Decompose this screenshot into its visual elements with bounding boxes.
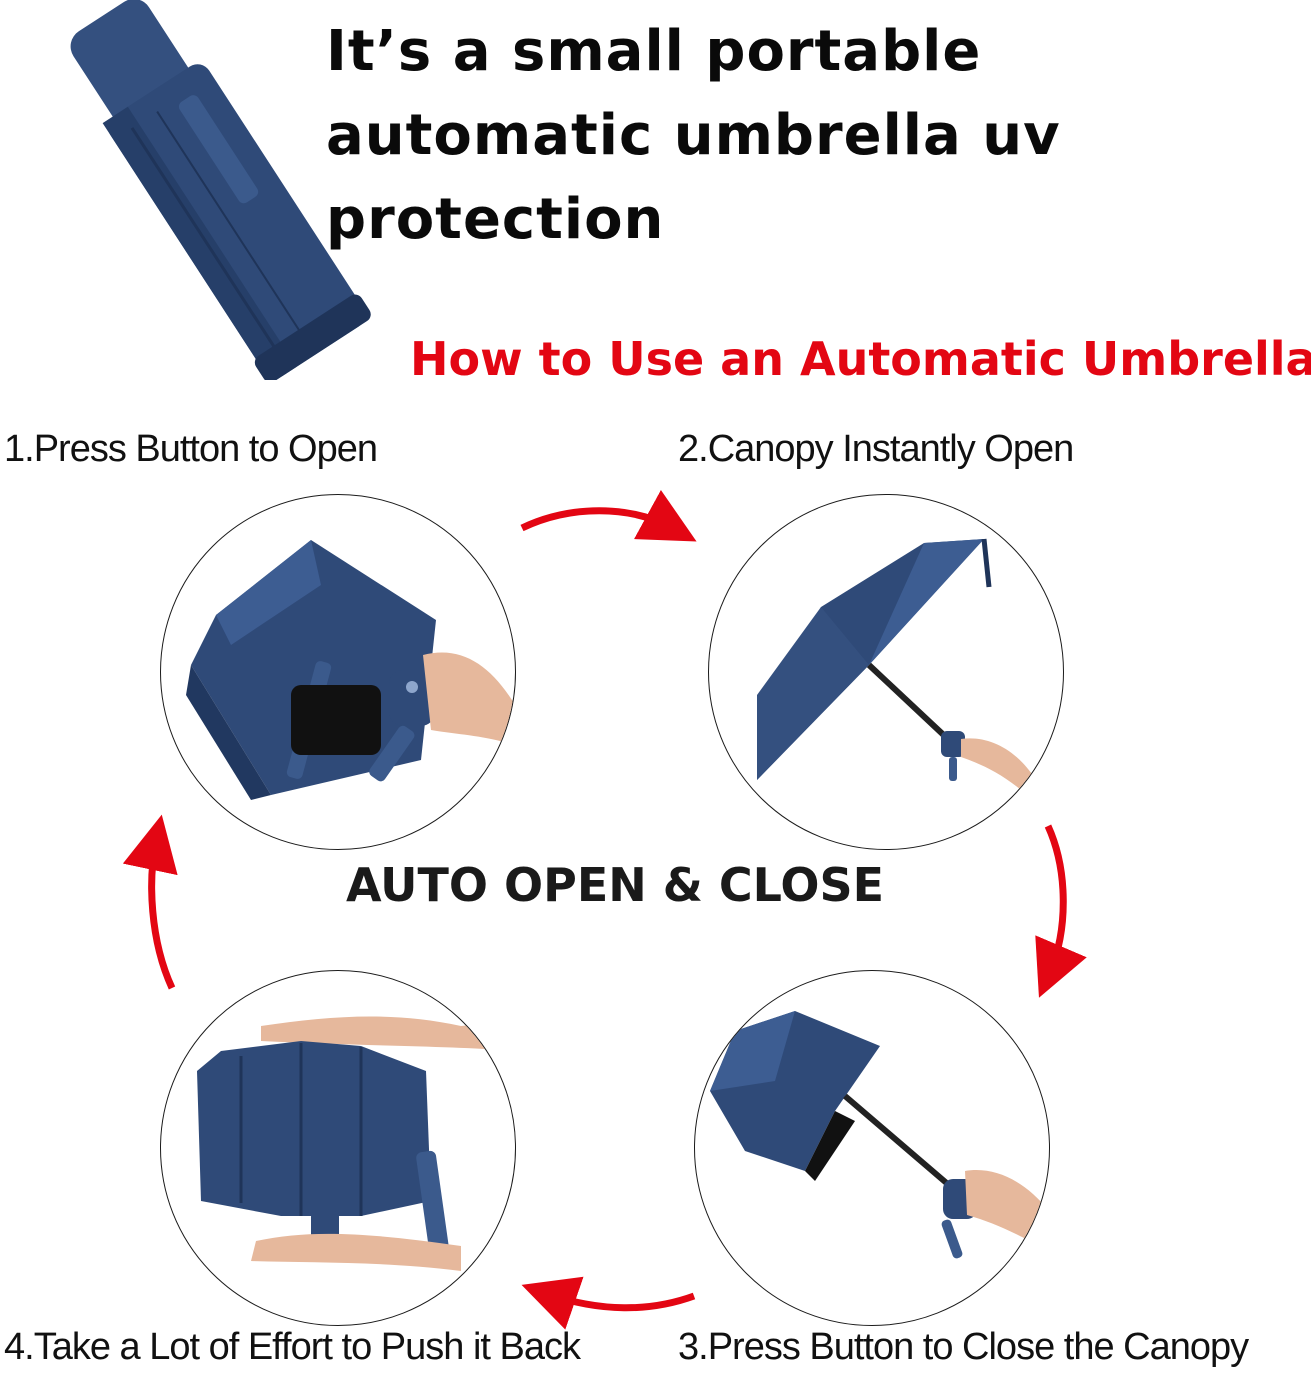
step-1-label: 1.Press Button to Open [4,428,378,470]
subheading: How to Use an Automatic Umbrella [410,332,1311,386]
step-3-label: 3.Press Button to Close the Canopy [678,1326,1249,1368]
arrow-step4-to-step1 [122,814,178,990]
step-2-label: 2.Canopy Instantly Open [678,428,1074,470]
arrow-step1-to-step2 [520,489,697,542]
arrow-step3-to-step4 [521,1276,696,1330]
step-4-label: 4.Take a Lot of Effort to Push it Back [4,1326,581,1368]
step-4-image [160,970,516,1326]
step-2-image [708,494,1064,850]
step-3-image [694,970,1050,1326]
folded-umbrella-image [70,0,371,380]
center-caption: AUTO OPEN & CLOSE [346,858,885,912]
headline: It’s a small portable automatic umbrella… [326,19,1061,252]
step-1-image [160,494,516,850]
arrow-step2-to-step3 [1035,824,1087,998]
